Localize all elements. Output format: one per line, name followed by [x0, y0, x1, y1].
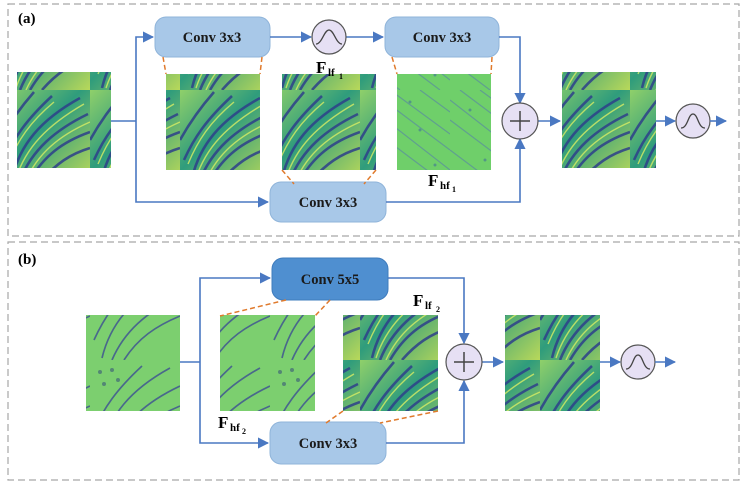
arrow-to-conv-b2 [199, 362, 270, 449]
svg-text:F: F [316, 58, 326, 77]
high-freq-feature-map-b [220, 315, 315, 411]
dashed-connector [162, 56, 167, 75]
dashed-connector [325, 410, 344, 424]
feature-label-lf1: F lf 1 [316, 58, 343, 81]
conv-3x3-label-a1: Conv 3x3 [183, 30, 241, 46]
input-feature-map-b [86, 315, 180, 411]
conv-5x5-label-b1: Conv 5x5 [301, 272, 359, 288]
svg-text:F: F [218, 413, 228, 432]
add-icon [501, 102, 539, 140]
panel-a-border [7, 3, 740, 237]
arrow-to-conv-a3 [135, 121, 270, 208]
svg-text:hf: hf [440, 180, 450, 192]
svg-text:lf: lf [328, 67, 335, 79]
dashed-connector [314, 299, 331, 317]
arrow-to-conv-b1 [199, 272, 272, 362]
output-feature-map-a [562, 72, 656, 168]
dashed-connector [281, 169, 295, 185]
feature-label-lf2: F lf 2 [413, 291, 440, 314]
low-freq-feature-map-b [343, 315, 438, 411]
feature-label-hf2: F hf 2 [218, 413, 246, 436]
arrow-to-conv-a1 [135, 31, 155, 121]
arrow-residual-to-add-b [386, 379, 470, 444]
svg-text:lf: lf [425, 300, 432, 312]
svg-text:F: F [428, 171, 438, 190]
sigmoid-icon [620, 344, 656, 380]
dashed-connector [391, 56, 398, 75]
low-freq-feature-map-a [282, 74, 376, 170]
panel-a-label: (a) [18, 11, 36, 27]
svg-text:2: 2 [436, 305, 440, 314]
sigmoid-icon [311, 19, 347, 55]
dashed-connector [490, 56, 493, 75]
dashed-connector [219, 299, 287, 317]
conv-3x3-label-a3: Conv 3x3 [299, 195, 357, 211]
arrow-to-add-a [499, 36, 526, 105]
svg-text:F: F [413, 291, 423, 310]
svg-text:1: 1 [452, 185, 456, 194]
conv-3x3-label-a2: Conv 3x3 [413, 30, 471, 46]
output-feature-map-b [505, 315, 600, 411]
svg-text:hf: hf [230, 422, 240, 434]
high-freq-feature-map-a [397, 74, 491, 170]
input-feature-map-a [17, 72, 111, 168]
feature-label-hf1: F hf 1 [428, 171, 456, 194]
add-icon [445, 343, 483, 381]
panel-b-border [7, 241, 740, 481]
arrow-to-add-b [388, 277, 470, 345]
dashed-connector [363, 169, 377, 185]
dashed-connector [259, 56, 263, 75]
dashed-connector [379, 410, 439, 424]
svg-text:2: 2 [242, 427, 246, 436]
panel-b-label: (b) [18, 252, 36, 268]
arrow-residual-to-add-a [386, 137, 526, 203]
sigmoid-icon [675, 103, 711, 139]
conv1-output-feature-map-a [166, 74, 260, 170]
conv-3x3-label-b2: Conv 3x3 [299, 436, 357, 452]
svg-text:1: 1 [339, 72, 343, 81]
